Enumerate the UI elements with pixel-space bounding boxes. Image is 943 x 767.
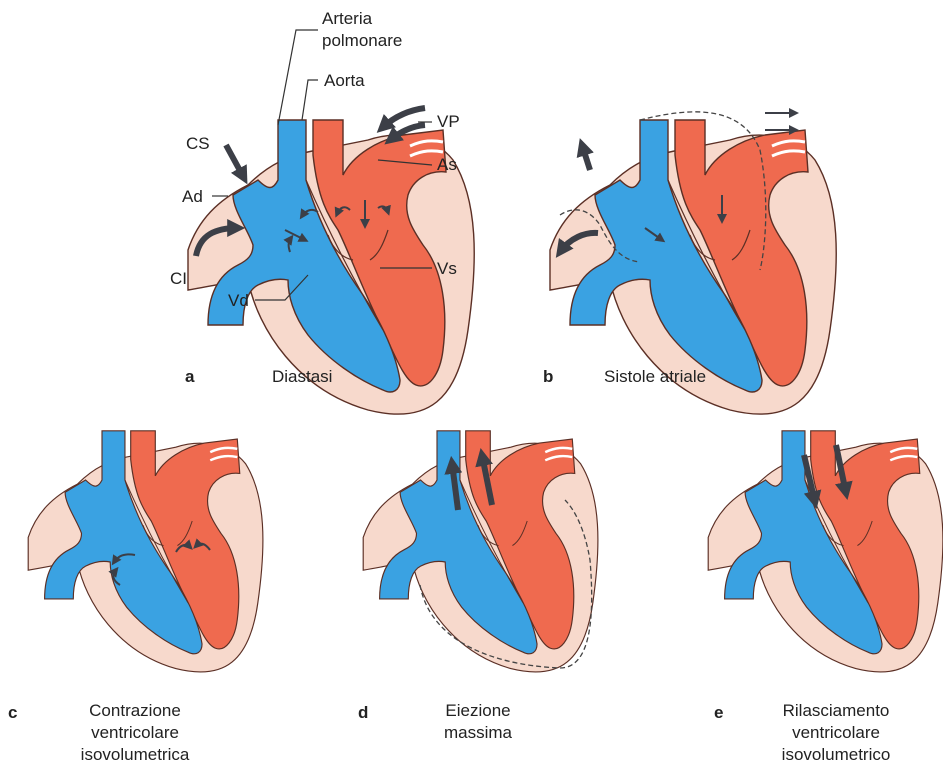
- label-vd: Vd: [228, 291, 249, 310]
- label-aorta: Aorta: [324, 71, 365, 90]
- panel-c-caption-1: Contrazione: [89, 701, 181, 720]
- panel-a-letter: a: [185, 367, 195, 386]
- panel-b-letter: b: [543, 367, 553, 386]
- label-as: As: [437, 155, 457, 174]
- label-vs: Vs: [437, 259, 457, 278]
- panel-e-caption-3: isovolumetrico: [782, 745, 891, 764]
- label-polmonare: polmonare: [322, 31, 402, 50]
- panel-a-caption: Diastasi: [272, 367, 332, 386]
- panel-d-caption-2: massima: [444, 723, 513, 742]
- label-ci: CI: [170, 269, 187, 288]
- panel-c-letter: c: [8, 703, 17, 722]
- panel-e-caption-2: ventricolare: [792, 723, 880, 742]
- panel-e-caption-1: Rilasciamento: [783, 701, 890, 720]
- panel-b-caption: Sistole atriale: [604, 367, 706, 386]
- panel-c-caption-3: isovolumetrica: [81, 745, 190, 764]
- panel-d-letter: d: [358, 703, 368, 722]
- panel-e: e Rilasciamento ventricolare isovolumetr…: [708, 431, 943, 764]
- panel-a: Arteria polmonare Aorta VP CS Ad As Vs C…: [170, 9, 474, 414]
- panel-d-caption-1: Eiezione: [445, 701, 510, 720]
- panel-c-caption-2: ventricolare: [91, 723, 179, 742]
- label-vp: VP: [437, 112, 460, 131]
- svc-outflow-arrow: [582, 145, 590, 170]
- label-ad: Ad: [182, 187, 203, 206]
- panel-b: b Sistole atriale: [543, 112, 836, 414]
- label-arteria: Arteria: [322, 9, 373, 28]
- panel-c: c Contrazione ventricolare isovolumetric…: [8, 431, 263, 764]
- panel-d: d Eiezione massima: [358, 431, 598, 742]
- panel-e-letter: e: [714, 703, 723, 722]
- label-cs: CS: [186, 134, 210, 153]
- svc-inflow-arrow: [226, 145, 244, 178]
